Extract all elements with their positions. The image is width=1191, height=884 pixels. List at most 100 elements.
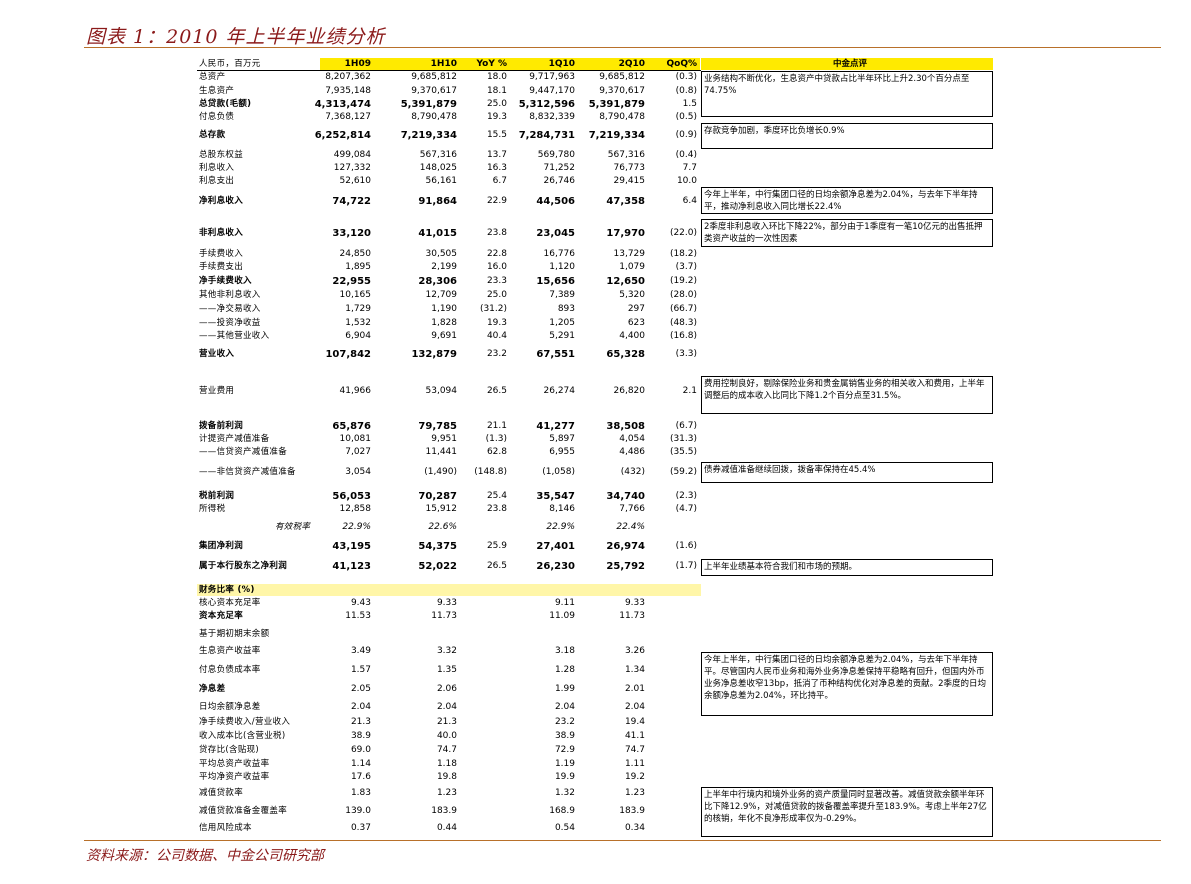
row-cell: 26,274 bbox=[543, 386, 576, 396]
row-label: 信用风险成本 bbox=[199, 823, 252, 833]
row-label: 平均净资产收益率 bbox=[199, 772, 270, 782]
row-cell: 29,415 bbox=[613, 176, 646, 186]
row-cell: 3.32 bbox=[436, 646, 457, 656]
row-cell: 148,025 bbox=[419, 163, 457, 173]
row-label: ——非信贷资产减值准备 bbox=[199, 467, 296, 477]
row-cell: 52,610 bbox=[339, 176, 372, 186]
row-label: 计提资产减值准备 bbox=[199, 434, 270, 444]
row-label: 减值贷款率 bbox=[199, 788, 244, 798]
row-cell: 9.33 bbox=[624, 598, 645, 608]
row-label: ——投资净收益 bbox=[199, 318, 261, 328]
row-label: ——其他营业收入 bbox=[199, 331, 270, 341]
row-cell: 9,370,617 bbox=[411, 86, 457, 96]
row-cell: 5,291 bbox=[549, 331, 575, 341]
row-cell: 127,332 bbox=[333, 163, 371, 173]
row-cell: 26.5 bbox=[486, 561, 507, 571]
row-label: 净利息收入 bbox=[199, 196, 244, 206]
row-cell: 22.8 bbox=[486, 249, 507, 259]
row-cell: 9,447,170 bbox=[529, 86, 575, 96]
row-cell: 1.99 bbox=[554, 684, 575, 694]
row-cell: 6.4 bbox=[682, 196, 697, 206]
row-cell: 6,252,814 bbox=[314, 130, 371, 141]
row-cell: 23.3 bbox=[486, 276, 507, 286]
row-cell: 16.0 bbox=[486, 262, 507, 272]
row-cell: 74.7 bbox=[436, 745, 457, 755]
row-cell: 11.09 bbox=[549, 611, 575, 621]
row-label: 手续费收入 bbox=[199, 249, 244, 259]
row-label: 总股东权益 bbox=[199, 150, 244, 160]
comment-box-loans: 业务结构不断优化，生息资产中贷款占比半年环比上升2.30个百分点至74.75% bbox=[701, 71, 993, 117]
row-cell: 16.3 bbox=[486, 163, 507, 173]
row-cell: 79,785 bbox=[418, 421, 457, 432]
row-cell: 0.54 bbox=[554, 823, 575, 833]
row-cell: 11.73 bbox=[619, 611, 645, 621]
row-cell: 2.1 bbox=[682, 386, 697, 396]
row-cell: 9,951 bbox=[431, 434, 457, 444]
row-cell: 34,740 bbox=[606, 491, 645, 502]
row-cell: 38.9 bbox=[554, 731, 575, 741]
row-cell: 27,401 bbox=[536, 541, 575, 552]
row-label: 属于本行股东之净利润 bbox=[199, 561, 288, 571]
row-cell: (28.0) bbox=[669, 290, 697, 300]
row-cell: 1.35 bbox=[436, 665, 457, 675]
row-cell: 9,685,812 bbox=[411, 72, 457, 82]
row-cell: 56,053 bbox=[332, 491, 371, 502]
col-header-1q10: 1Q10 bbox=[548, 59, 575, 69]
row-label: 生息资产 bbox=[199, 86, 235, 96]
row-cell: (19.2) bbox=[669, 276, 697, 286]
row-cell: 1.18 bbox=[436, 759, 457, 769]
comment-box-non-interest: 2季度非利息收入环比下降22%，部分由于1季度有一笔10亿元的出售抵押类资产收益… bbox=[701, 219, 993, 247]
row-cell: 5,312,596 bbox=[518, 99, 575, 110]
row-cell: 38,508 bbox=[606, 421, 645, 432]
row-cell: 1.34 bbox=[624, 665, 645, 675]
row-cell: 17.6 bbox=[350, 772, 371, 782]
row-label: 收入成本比(含营业税) bbox=[199, 731, 286, 741]
row-cell: (0.3) bbox=[675, 72, 697, 82]
row-cell: 22.6% bbox=[428, 522, 457, 532]
row-cell: (0.8) bbox=[675, 86, 697, 96]
col-header-1h09: 1H09 bbox=[344, 59, 371, 69]
row-cell: 62.8 bbox=[486, 447, 507, 457]
row-cell: 74.7 bbox=[624, 745, 645, 755]
row-cell: 26,230 bbox=[536, 561, 575, 572]
row-cell: 3.49 bbox=[350, 646, 371, 656]
row-cell: 6,904 bbox=[345, 331, 371, 341]
row-cell: 1.23 bbox=[436, 788, 457, 798]
row-cell: 1,120 bbox=[549, 262, 575, 272]
row-cell: 91,864 bbox=[418, 196, 457, 207]
row-cell: 19.3 bbox=[486, 112, 507, 122]
row-cell: 19.9 bbox=[554, 772, 575, 782]
row-cell: (148.8) bbox=[474, 467, 507, 477]
row-cell: 19.8 bbox=[436, 772, 457, 782]
row-cell: 18.1 bbox=[486, 86, 507, 96]
row-cell: 26.5 bbox=[486, 386, 507, 396]
comment-box-deposits: 存款竞争加剧，季度环比负增长0.9% bbox=[701, 123, 993, 149]
row-label: 利息支出 bbox=[199, 176, 235, 186]
row-cell: 3.18 bbox=[554, 646, 575, 656]
row-cell: 19.2 bbox=[624, 772, 645, 782]
row-cell: 17,970 bbox=[606, 228, 645, 239]
row-cell: 9,691 bbox=[431, 331, 457, 341]
row-cell: (2.3) bbox=[675, 491, 697, 501]
col-header-yoy: YoY % bbox=[476, 59, 507, 69]
row-cell: 26,974 bbox=[606, 541, 645, 552]
row-cell: 40.4 bbox=[486, 331, 507, 341]
row-cell: 5,391,879 bbox=[400, 99, 457, 110]
row-cell: 25.9 bbox=[486, 541, 507, 551]
row-cell: 893 bbox=[557, 304, 575, 314]
row-cell: 9,717,963 bbox=[529, 72, 575, 82]
row-cell: 12,709 bbox=[425, 290, 458, 300]
row-cell: 70,287 bbox=[418, 491, 457, 502]
row-label: 付息负债 bbox=[199, 112, 235, 122]
row-cell: 0.44 bbox=[436, 823, 457, 833]
row-cell: 15,912 bbox=[425, 504, 458, 514]
row-cell: 499,084 bbox=[333, 150, 371, 160]
row-cell: 1.23 bbox=[624, 788, 645, 798]
row-cell: 9,370,617 bbox=[599, 86, 645, 96]
row-label: 非利息收入 bbox=[199, 228, 244, 238]
row-label: 有效税率 bbox=[275, 522, 311, 532]
row-cell: 297 bbox=[627, 304, 645, 314]
row-cell: 2.01 bbox=[624, 684, 645, 694]
row-label: 净息差 bbox=[199, 684, 226, 694]
row-cell: 23.2 bbox=[486, 349, 507, 359]
